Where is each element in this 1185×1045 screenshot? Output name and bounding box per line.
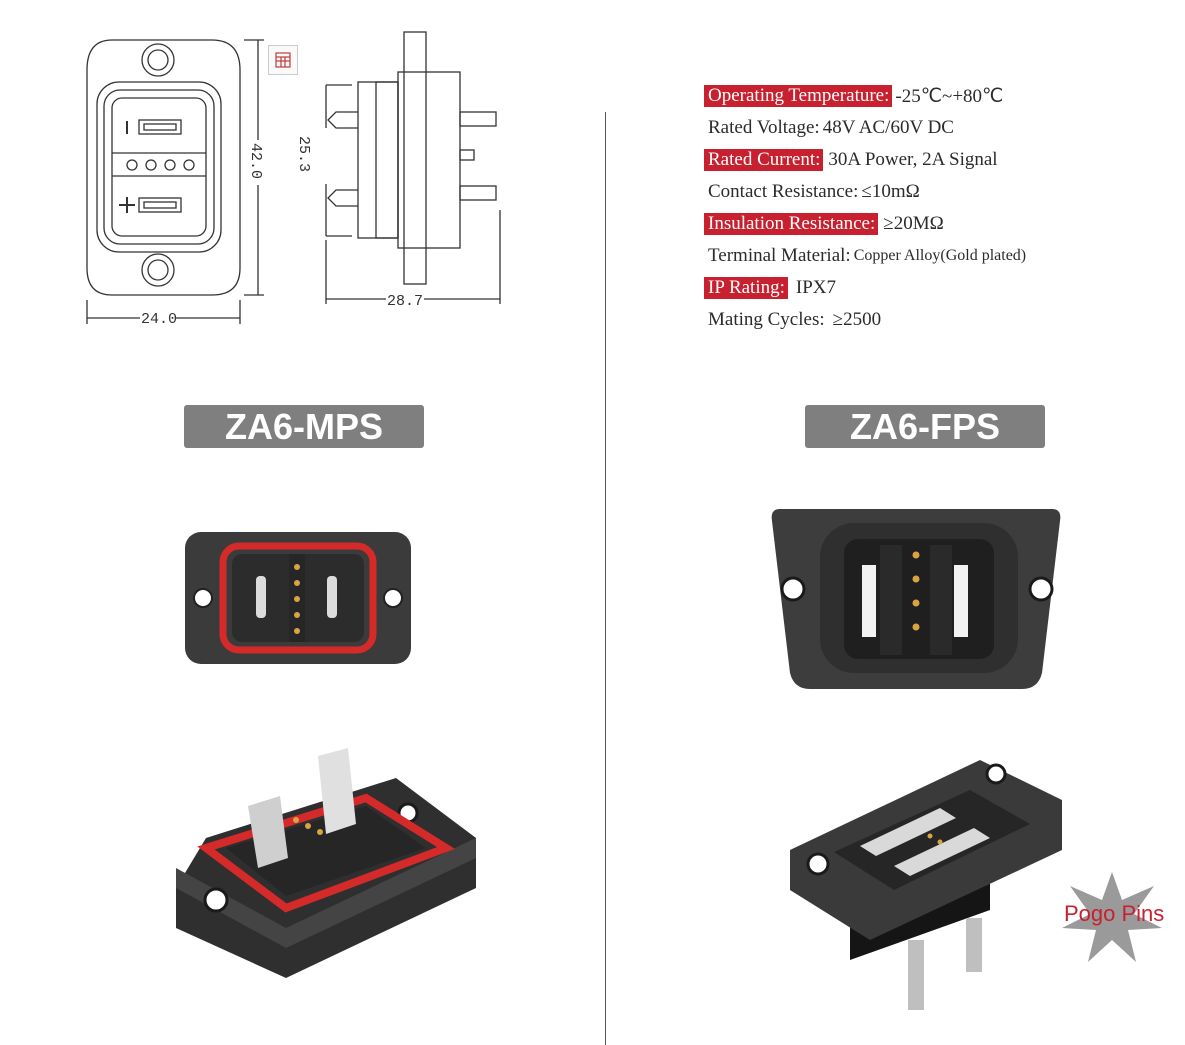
female-connector-3d-image [790,760,1062,1010]
side-view-drawing: 28.7 25.3 [295,31,501,310]
spec-value: ≤10mΩ [861,181,920,202]
spec-label: Rated Current: [704,149,824,171]
pogo-pins-label: Pogo Pins [1064,901,1165,926]
spec-value: ≥20MΩ [883,213,944,234]
spec-row: Rated Voltage: 48V AC/60V DC [704,112,1144,144]
spec-row: Insulation Resistance: ≥20MΩ [704,208,1144,240]
spec-value: IPX7 [795,277,837,298]
spec-value: ≥2500 [832,309,882,330]
side-depth-dimension: 28.7 [387,293,423,310]
female-connector-front-image [771,509,1061,689]
spec-label: Insulation Resistance: [704,213,879,235]
column-divider [605,112,606,1045]
spec-list: Operating Temperature: -25℃~+80℃ Rated V… [704,80,1144,336]
spec-label: Contact Resistance: [708,181,859,202]
spec-label: IP Rating: [704,277,788,299]
spec-row: Mating Cycles: ≥2500 [704,304,1144,336]
height-dimension: 42.0 [247,143,264,179]
side-height-dimension: 25.3 [295,136,312,172]
starburst-icon [1062,872,1162,962]
spec-label: Terminal Material: [708,245,851,266]
spec-label: Mating Cycles: [708,309,825,330]
spec-value: 30A Power, 2A Signal [828,149,998,170]
spec-value: -25℃~+80℃ [895,85,1004,107]
spec-row: Contact Resistance: ≤10mΩ [704,176,1144,208]
male-connector-front-image [185,532,411,664]
width-dimension: 24.0 [141,311,177,328]
table-icon-glyph [275,52,291,68]
spec-row: IP Rating: IPX7 [704,272,1144,304]
spec-row: Rated Current: 30A Power, 2A Signal [704,144,1144,176]
front-view-drawing: 24.0 42.0 [86,39,264,328]
model-badge-right: ZA6-FPS [805,405,1045,448]
spec-label: Operating Temperature: [704,85,893,107]
spec-row: Operating Temperature: -25℃~+80℃ [704,80,1144,112]
male-connector-3d-image [176,748,476,978]
spec-row: Terminal Material: Copper Alloy(Gold pla… [704,240,1144,272]
spec-label: Rated Voltage: [708,117,820,138]
spec-value: 48V AC/60V DC [822,117,954,138]
spec-value: Copper Alloy(Gold plated) [853,247,1027,264]
model-badge-left: ZA6-MPS [184,405,424,448]
table-icon[interactable] [268,45,298,75]
